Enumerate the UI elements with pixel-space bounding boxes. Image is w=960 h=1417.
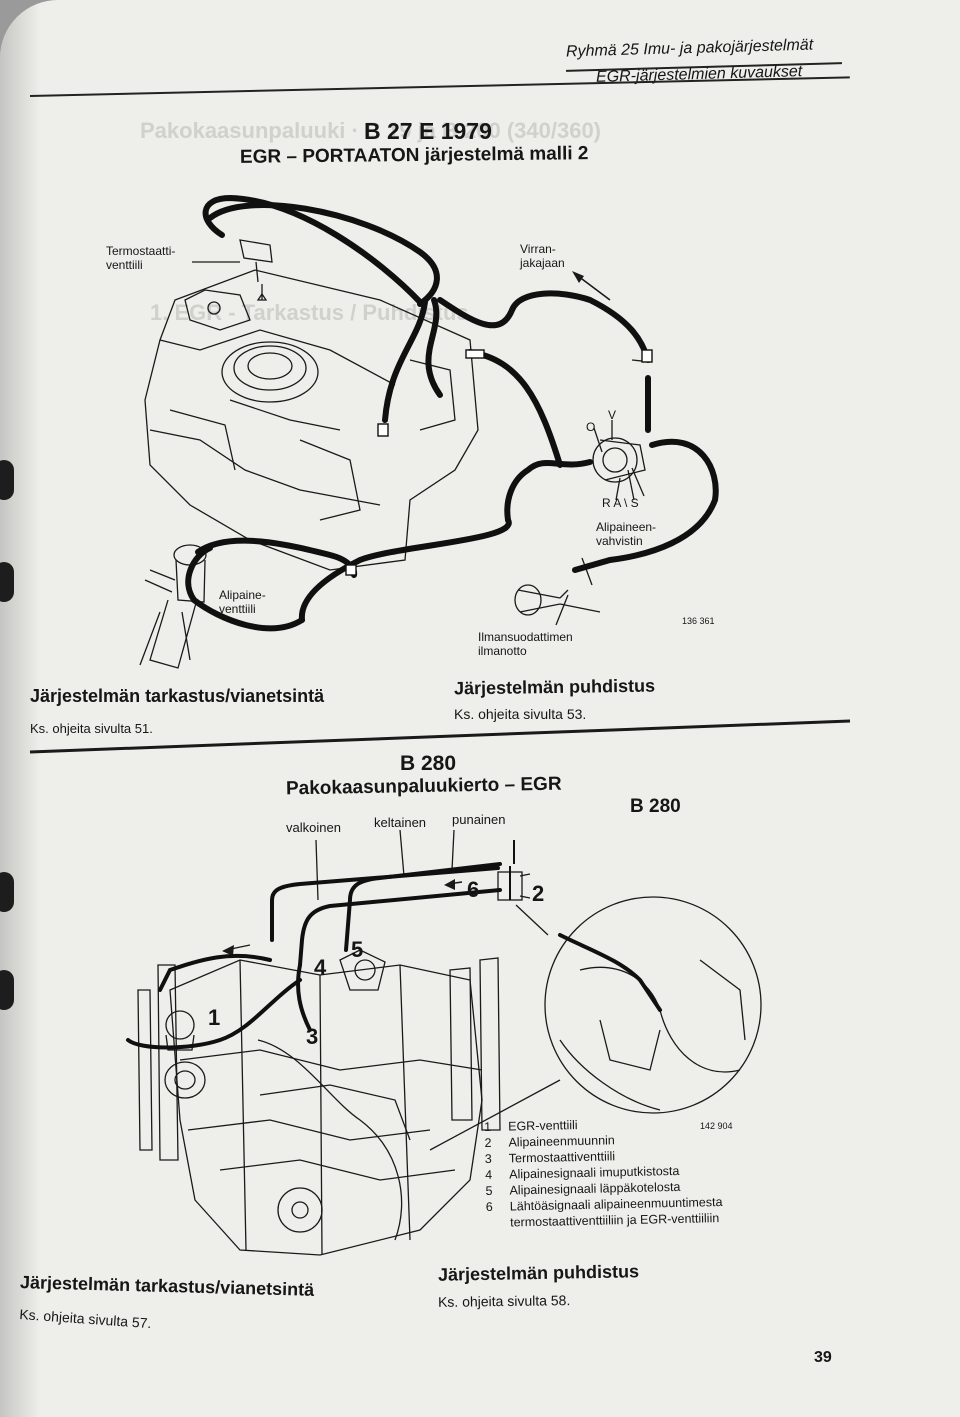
label-hose-red: punainen — [452, 812, 506, 827]
binder-hole — [0, 562, 14, 602]
label-port-o: O — [586, 420, 596, 434]
show-through-text: 1. EGR - Tarkastus / Puhdistus — [150, 300, 469, 325]
label-hose-white: valkoinen — [286, 820, 341, 835]
section-inspection-title-1: Järjestelmän tarkastus/vianetsintä — [30, 686, 325, 706]
label-ports-ras: R A \ S — [602, 496, 639, 510]
callout-4: 4 — [314, 955, 327, 980]
label-distributor: Virran-jakajaan — [520, 242, 565, 270]
label-port-v: V — [608, 408, 617, 422]
diagram2-model-label: B 280 — [630, 796, 681, 817]
page-shadow — [0, 0, 40, 1417]
diagram1-model-title: B 27 E 1979 — [364, 118, 492, 144]
label-thermostat-valve: Termostaatti-venttiili — [106, 244, 176, 272]
page-number: 39 — [814, 1349, 832, 1366]
diagram2-model-title: B 280 — [400, 752, 457, 775]
label-hose-yellow: keltainen — [374, 815, 427, 830]
figure-number-2: 142 904 — [700, 1121, 733, 1131]
callout-1: 1 — [208, 1005, 221, 1030]
section-cleaning-text-2: Ks. ohjeita sivulta 58. — [437, 1292, 571, 1310]
callout-5: 5 — [351, 937, 364, 962]
section-inspection-text-1: Ks. ohjeita sivulta 51. — [30, 721, 153, 736]
binder-hole — [0, 460, 14, 500]
show-through-text: Pakokaasunpaluuki · B 19 ja B 200 (340/3… — [140, 118, 602, 143]
section-cleaning-title-2: Järjestelmän puhdistus — [437, 1261, 640, 1285]
figure-number-1: 136 361 — [682, 616, 715, 626]
callout-6: 6 — [467, 877, 480, 902]
label-vacuum-valve: Alipaine-venttiili — [219, 588, 266, 616]
binder-hole — [0, 872, 14, 912]
section-cleaning-text-1: Ks. ohjeita sivulta 53. — [454, 706, 587, 722]
callout-3: 3 — [306, 1024, 319, 1049]
callout-2: 2 — [532, 881, 545, 906]
label-vacuum-amplifier: Alipaineen-vahvistin — [596, 520, 657, 548]
binder-hole — [0, 970, 14, 1010]
